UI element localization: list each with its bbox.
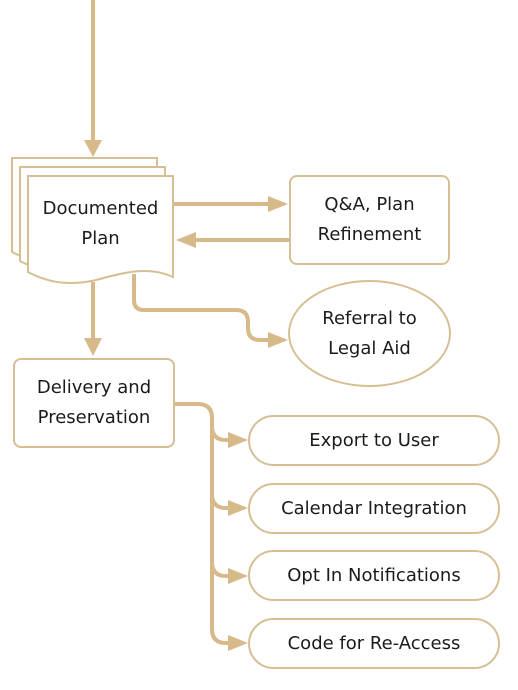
code-for-reaccess-label: Code for Re-Access [287,632,461,654]
branch-export [210,425,230,442]
arrowhead-to-qa [268,196,288,212]
doc-sheet-front [27,175,174,284]
export-to-user-label: Export to User [309,429,439,451]
referral-legal-aid-node: Referral to Legal Aid [288,280,451,387]
arrowhead-to-notifications [228,568,248,584]
arrow-to-referral [132,274,270,342]
arrowhead-to-delivery [84,338,102,356]
delivery-preservation-label: Delivery and Preservation [36,377,152,428]
arrowhead-into-plan [84,140,102,157]
branch-calendar [210,493,230,510]
branch-notifications [210,561,230,578]
arrowhead-to-referral [268,332,288,348]
documented-plan-label: Documented Plan [42,198,159,249]
documented-plan-stack [11,157,174,284]
documented-plan-node: Documented Plan [30,178,171,270]
arrowhead-to-calendar [228,500,248,516]
delivery-preservation-node: Delivery and Preservation [13,358,175,448]
referral-legal-aid-label: Referral to Legal Aid [322,307,417,359]
delivery-branch-trunk [174,402,230,645]
arrowhead-to-code [228,635,248,651]
qa-plan-refinement-node: Q&A, Plan Refinement [289,175,450,265]
arrowhead-to-export [228,432,248,448]
calendar-integration-label: Calendar Integration [281,497,467,519]
calendar-integration-node: Calendar Integration [248,483,500,534]
qa-plan-refinement-label: Q&A, Plan Refinement [317,194,422,245]
code-for-reaccess-node: Code for Re-Access [248,618,500,669]
opt-in-notifications-label: Opt In Notifications [287,564,461,586]
export-to-user-node: Export to User [248,415,500,466]
opt-in-notifications-node: Opt In Notifications [248,550,500,601]
arrowhead-to-plan [176,232,196,248]
